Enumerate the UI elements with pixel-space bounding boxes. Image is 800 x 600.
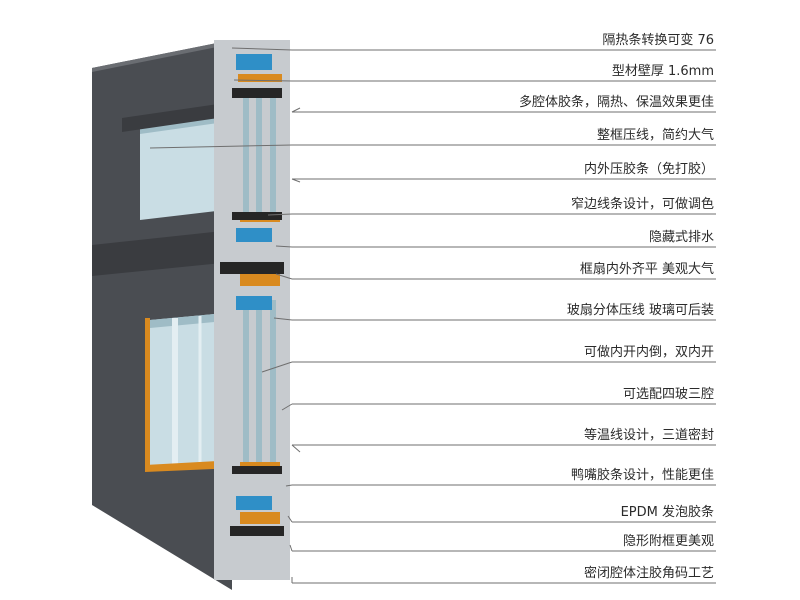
feature-leader-10	[261, 361, 293, 373]
feature-leader-3	[291, 107, 301, 113]
feature-label-7: 隐藏式排水	[648, 230, 714, 245]
feature-label-1: 隔热条转换可变 76	[602, 33, 714, 48]
gasket-2	[232, 212, 282, 220]
section-glass-1	[243, 96, 249, 218]
feature-label-10: 可做内开内倒，双内开	[583, 345, 714, 360]
feature-label-4: 整框压线，简约大气	[596, 128, 714, 143]
feature-leader-14	[287, 515, 293, 523]
thermal-break-1	[236, 54, 272, 70]
section-glass-5	[256, 300, 262, 464]
lower-sash-foam-bottom	[145, 460, 236, 472]
feature-leader-12	[291, 444, 301, 453]
feature-label-9: 玻扇分体压线 玻璃可后装	[566, 303, 714, 318]
feature-label-6: 窄边线条设计，可做调色	[570, 197, 714, 212]
section-foam-1	[240, 274, 280, 286]
upper-glass-shadow	[140, 116, 225, 134]
gasket-1	[232, 88, 282, 98]
upper-glass-pane	[140, 116, 225, 220]
feature-leader-1	[231, 47, 293, 51]
feature-leader-6	[267, 213, 293, 216]
gasket-3	[220, 262, 284, 274]
section-foam-3	[238, 74, 282, 82]
feature-label-14: EPDM 发泡胶条	[620, 505, 714, 520]
section-glass-6	[270, 300, 276, 464]
feature-label-15: 隐形附框更美观	[622, 534, 714, 549]
feature-label-3: 多腔体胶条，隔热、保温效果更佳	[518, 95, 714, 110]
feature-leader-8	[275, 273, 293, 280]
feature-leader-4	[149, 144, 293, 149]
lower-sash-foam-left	[145, 318, 150, 470]
section-foam-2	[240, 512, 280, 524]
feature-label-5: 内外压胶条（免打胶）	[583, 162, 714, 177]
section-glass-3	[270, 96, 276, 218]
feature-label-12: 等温线设计，三道密封	[583, 428, 714, 443]
feature-leader-7	[275, 245, 293, 248]
gasket-5	[230, 526, 284, 536]
feature-leader-11	[281, 403, 293, 411]
feature-leader-5	[291, 178, 301, 183]
feature-label-2: 型材壁厚 1.6mm	[611, 64, 714, 79]
thermal-break-2	[236, 228, 272, 242]
feature-leader-15	[289, 544, 293, 552]
feature-leader-2	[233, 79, 293, 82]
thermal-break-4	[236, 496, 272, 510]
thermal-break-3	[236, 296, 272, 310]
feature-label-8: 框扇内外齐平 美观大气	[579, 262, 714, 277]
feature-leader-9	[273, 317, 293, 321]
feature-leader-13	[285, 484, 293, 487]
transom-bar	[92, 230, 232, 276]
section-glass-2	[256, 96, 262, 218]
upper-sash-frame-top	[122, 102, 232, 132]
feature-label-13: 鸭嘴胶条设计，性能更佳	[570, 468, 714, 483]
window-face-edge	[92, 40, 232, 72]
section-glass-4	[243, 300, 249, 464]
gasket-4	[232, 466, 282, 474]
feature-label-11: 可选配四玻三腔	[622, 387, 714, 402]
feature-label-16: 密闭腔体注胶角码工艺	[583, 566, 714, 581]
